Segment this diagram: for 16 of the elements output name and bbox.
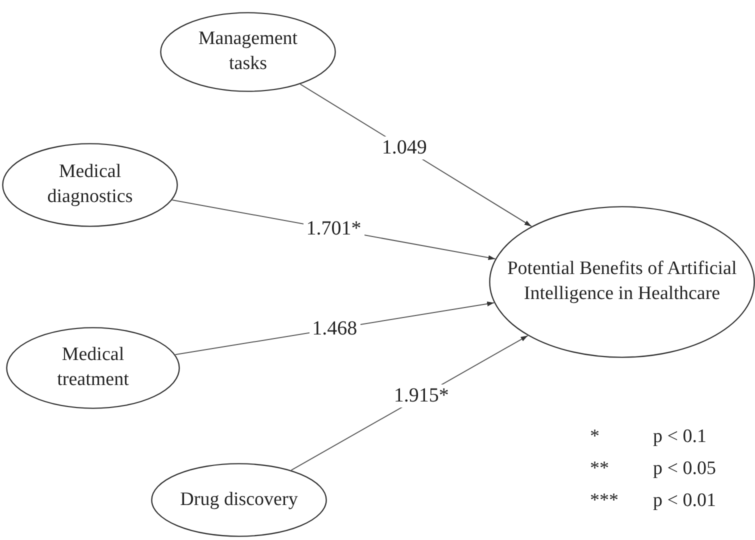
node-label: Medical treatment: [56, 343, 130, 392]
node-label: Drug discovery: [180, 488, 298, 512]
significance-marker: *: [590, 426, 600, 448]
oval-node: [160, 12, 336, 92]
oval-node: [6, 327, 180, 409]
oval-node: [151, 463, 327, 537]
node-label: Potential Benefits of Artificial Intelligence in Healthcare: [506, 257, 738, 306]
oval-node: [489, 206, 755, 358]
node-label: Medical diagnostics: [46, 160, 134, 209]
oval-node: [2, 143, 178, 227]
node-label: Management tasks: [197, 27, 299, 76]
p-value-threshold: p < 0.01: [653, 490, 716, 512]
p-value-threshold: p < 0.05: [653, 458, 716, 480]
p-value-threshold: p < 0.1: [653, 426, 706, 448]
significance-marker: ***: [590, 490, 618, 512]
significance-marker: **: [590, 458, 609, 480]
